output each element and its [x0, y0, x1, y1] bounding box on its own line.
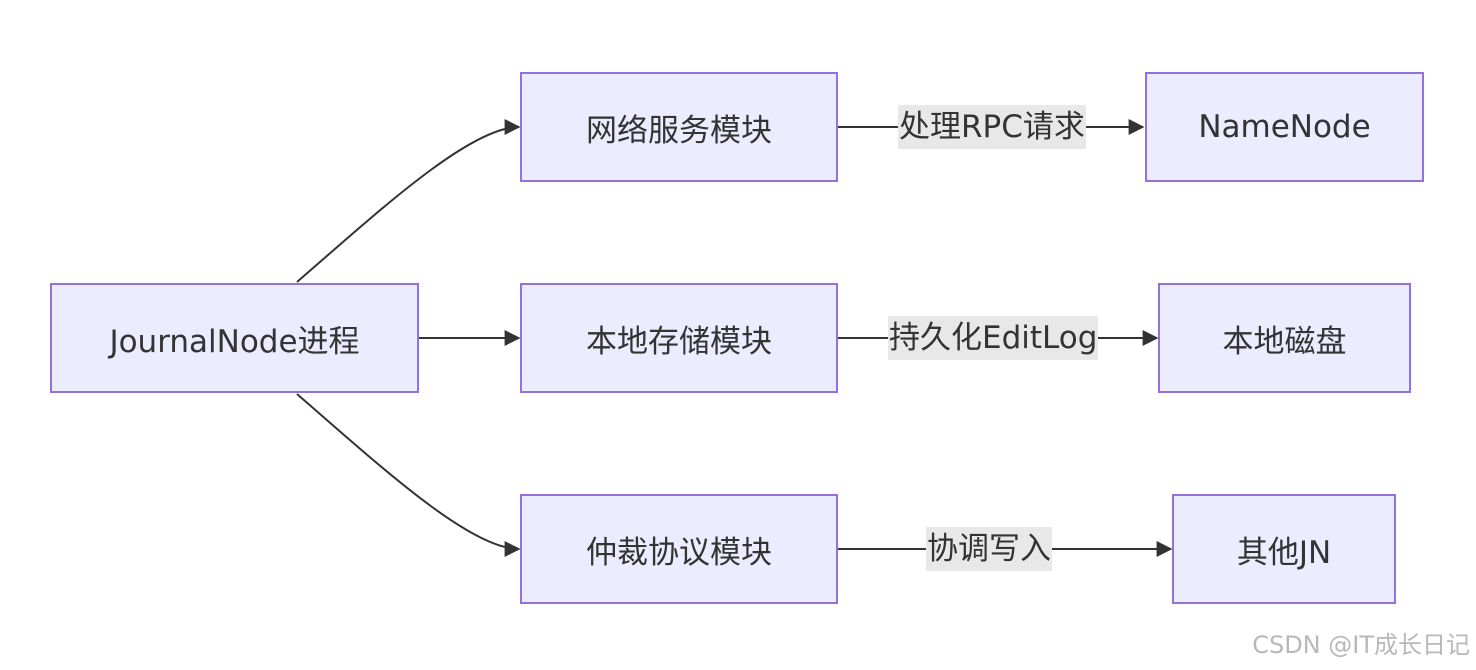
node-quorum-protocol-module: 仲裁协议模块 — [520, 494, 838, 604]
edge-label-handle-rpc: 处理RPC请求 — [898, 105, 1086, 149]
edge-journalnode-to-network — [296, 119, 521, 283]
node-local-storage-module: 本地存储模块 — [520, 283, 838, 393]
edge-label-coordinate-write: 协调写入 — [926, 527, 1052, 571]
node-local-disk: 本地磁盘 — [1158, 283, 1411, 393]
node-network-service-module: 网络服务模块 — [520, 72, 838, 182]
edge-journalnode-to-quorum — [296, 393, 521, 557]
node-namenode: NameNode — [1145, 72, 1424, 182]
node-other-jn: 其他JN — [1172, 494, 1396, 604]
edge-label-persist-editlog: 持久化EditLog — [888, 316, 1099, 360]
csdn-watermark: CSDN @IT成长日记 — [1252, 631, 1470, 659]
node-journalnode-process: JournalNode进程 — [50, 283, 419, 393]
